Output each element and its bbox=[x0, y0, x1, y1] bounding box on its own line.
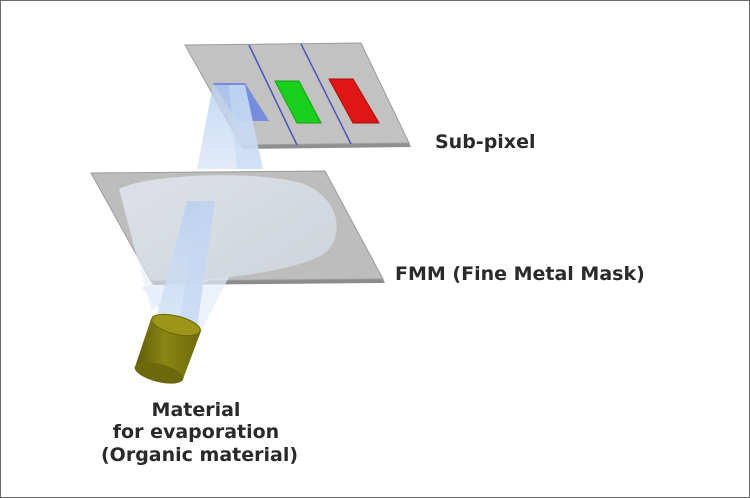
red-subpixel bbox=[328, 78, 380, 124]
material-label-line: Material bbox=[151, 399, 241, 421]
fmm-label: FMM (Fine Metal Mask) bbox=[395, 263, 645, 285]
green-subpixel bbox=[274, 80, 322, 124]
material-label-line: (Organic material) bbox=[101, 443, 299, 466]
material-label-line: for evaporation bbox=[112, 421, 280, 444]
evaporation-source bbox=[134, 313, 201, 384]
subpixel-divider bbox=[300, 43, 352, 145]
subpixel-label: Sub-pixel bbox=[435, 131, 536, 153]
subpixel-divider bbox=[248, 44, 298, 146]
material-label: Material for evaporation (Organic materi… bbox=[101, 399, 299, 466]
